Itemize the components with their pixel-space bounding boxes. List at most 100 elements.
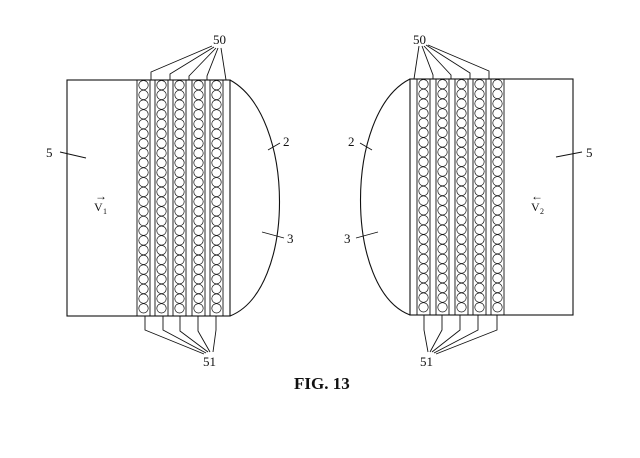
left-bead xyxy=(211,245,222,256)
left-bead xyxy=(174,293,185,304)
right-bead xyxy=(456,117,467,129)
left-bead xyxy=(174,264,185,275)
left-assembly: 50 51 5 2 3 → V 1 xyxy=(46,32,294,369)
right-fill-leader xyxy=(355,231,379,239)
left-lens-arc xyxy=(229,79,281,317)
right-bead xyxy=(418,108,429,119)
left-bead xyxy=(174,235,185,246)
left-bead xyxy=(211,196,222,207)
left-bead xyxy=(211,274,222,285)
right-bead xyxy=(456,302,467,313)
left-bead xyxy=(174,109,185,120)
right-bead xyxy=(437,176,448,187)
left-bead xyxy=(156,157,167,168)
right-bead xyxy=(418,253,429,264)
right-bead xyxy=(474,79,485,90)
left-bead xyxy=(138,196,149,207)
right-lens-arc xyxy=(359,78,411,316)
right-bead xyxy=(492,234,503,245)
right-bead xyxy=(456,234,467,245)
left-bead xyxy=(156,196,167,207)
right-bead xyxy=(474,166,485,177)
left-bead xyxy=(156,283,167,294)
right-bead xyxy=(474,127,485,138)
right-bead xyxy=(418,263,429,274)
left-bead xyxy=(211,186,222,197)
right-label-2: 2 xyxy=(348,134,355,149)
right-bead xyxy=(418,282,429,293)
left-bead xyxy=(156,186,167,197)
right-bead xyxy=(456,205,467,216)
left-bead xyxy=(138,186,149,197)
right-bead xyxy=(418,98,429,109)
right-body-block xyxy=(409,78,574,316)
right-bead xyxy=(418,127,429,138)
left-bead xyxy=(211,264,222,275)
right-bead xyxy=(492,253,503,264)
left-velocity-symbol: V xyxy=(94,200,103,214)
left-bead xyxy=(211,235,222,246)
left-top-leaders xyxy=(150,45,227,81)
right-bead xyxy=(474,263,485,274)
right-bead xyxy=(418,214,429,226)
left-bead xyxy=(156,109,167,120)
left-bead-column-outline xyxy=(209,79,224,317)
left-bead xyxy=(193,254,204,265)
left-bead xyxy=(174,148,185,159)
left-bead xyxy=(193,235,204,246)
right-bead xyxy=(418,185,429,196)
left-bead xyxy=(156,80,167,91)
left-bead xyxy=(211,303,222,314)
left-label-5: 5 xyxy=(46,145,53,160)
left-bead xyxy=(138,235,149,246)
left-bead xyxy=(211,225,222,236)
right-bead xyxy=(492,263,503,274)
left-bead xyxy=(193,293,204,304)
right-bead xyxy=(437,98,448,109)
right-bead xyxy=(418,244,429,255)
left-bead xyxy=(138,225,149,236)
right-bead xyxy=(456,292,467,303)
left-bead xyxy=(193,109,204,120)
right-velocity: ← V 2 xyxy=(531,189,544,216)
left-bead xyxy=(193,283,204,294)
right-bead xyxy=(474,137,485,148)
left-bead xyxy=(138,99,149,110)
left-bead xyxy=(193,167,204,178)
right-bead xyxy=(492,127,503,138)
right-bead xyxy=(456,156,467,167)
left-bead xyxy=(211,215,222,227)
right-bead xyxy=(474,108,485,119)
left-bead xyxy=(156,254,167,265)
right-bead xyxy=(492,195,503,206)
left-bead xyxy=(174,254,185,265)
right-bead xyxy=(474,156,485,167)
right-bead xyxy=(492,224,503,235)
right-bead xyxy=(418,176,429,187)
left-bead xyxy=(211,293,222,304)
left-bead xyxy=(211,118,222,130)
right-bead xyxy=(474,176,485,187)
left-bead-column-outline xyxy=(154,79,169,317)
right-bead xyxy=(456,176,467,187)
right-bead xyxy=(492,273,503,284)
left-bead xyxy=(156,303,167,314)
left-bead xyxy=(156,177,167,188)
left-body-block xyxy=(66,79,231,317)
right-bead xyxy=(474,253,485,264)
left-bead xyxy=(138,245,149,256)
right-bead-column xyxy=(435,78,450,316)
right-bead xyxy=(437,166,448,177)
left-bead xyxy=(193,157,204,168)
left-bead xyxy=(193,80,204,91)
right-bead xyxy=(418,137,429,148)
left-body-leader xyxy=(59,151,87,159)
right-label-51: 51 xyxy=(420,354,433,369)
right-bead xyxy=(456,263,467,274)
right-bead xyxy=(418,117,429,129)
left-bead xyxy=(156,293,167,304)
left-bead xyxy=(193,206,204,217)
right-lens-leader xyxy=(359,142,373,151)
right-bead xyxy=(492,79,503,90)
